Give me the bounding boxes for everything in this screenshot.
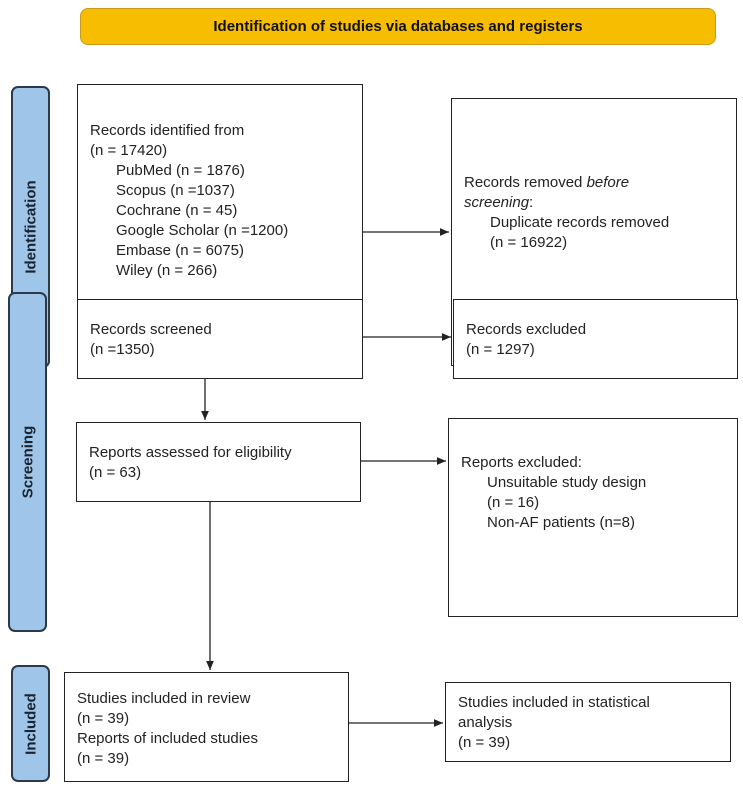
box-title: Records removed before screening: — [464, 173, 724, 213]
box-count: (n = 39) — [77, 750, 130, 767]
box-title: Records identified from — [90, 122, 245, 139]
records-excluded-box: Records excluded (n = 1297) — [453, 299, 738, 379]
header-banner: Identification of studies via databases … — [80, 8, 716, 45]
reports-excluded-box: Reports excluded: Unsuitable study desig… — [448, 418, 738, 617]
source-item: Cochrane (n = 45) — [116, 202, 238, 219]
box-count: (n =1350) — [90, 341, 155, 358]
source-item: Scopus (n =1037) — [116, 182, 235, 199]
box-title: Reports assessed for eligibility — [89, 444, 292, 461]
box-title: Reports excluded: — [461, 454, 582, 471]
phase-included: Included — [11, 665, 50, 782]
title-italic: screening — [464, 194, 530, 211]
box-count: (n = 1297) — [466, 341, 535, 358]
source-item: Embase (n = 6075) — [116, 242, 244, 259]
title-text: : — [529, 194, 534, 211]
box-item: Non-AF patients (n=8) — [487, 514, 635, 531]
statistical-analysis-box: Studies included in statistical analysis… — [445, 682, 731, 762]
box-title: Studies included in review — [77, 690, 251, 707]
box-item: Unsuitable study design — [487, 474, 647, 491]
records-screened-box: Records screened (n =1350) — [77, 299, 363, 379]
box-title: Records excluded — [466, 321, 587, 338]
box-count: (n = 39) — [77, 710, 130, 727]
source-item: Google Scholar (n =1200) — [116, 222, 289, 239]
studies-included-box: Studies included in review (n = 39) Repo… — [64, 672, 349, 782]
box-count: (n = 17420) — [90, 142, 168, 159]
box-title: Studies included in statistical analysis — [458, 694, 650, 731]
phase-screening: Screening — [8, 292, 47, 632]
box-count: (n = 16922) — [490, 234, 568, 251]
box-title: Reports of included studies — [77, 730, 258, 747]
header-title: Identification of studies via databases … — [213, 18, 583, 35]
title-italic: before — [586, 174, 630, 191]
reports-assessed-box: Reports assessed for eligibility (n = 63… — [76, 422, 361, 502]
box-item: (n = 16) — [487, 494, 540, 511]
title-text: Records removed — [464, 174, 587, 191]
source-item: PubMed (n = 1876) — [116, 162, 245, 179]
box-title: Records screened — [90, 321, 212, 338]
box-count: (n = 39) — [458, 734, 511, 751]
source-item: Wiley (n = 266) — [116, 262, 218, 279]
box-count: (n = 63) — [89, 464, 142, 481]
box-item: Duplicate records removed — [490, 214, 670, 231]
